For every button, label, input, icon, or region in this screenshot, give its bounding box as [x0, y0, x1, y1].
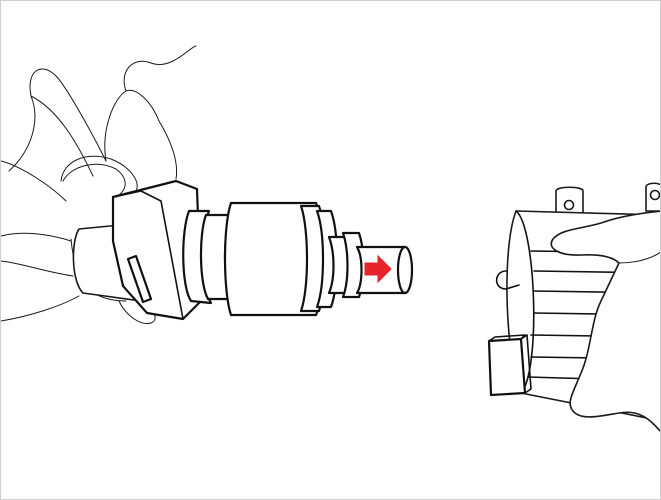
left-thumb: [63, 164, 125, 195]
round-cable-connector-icon: [73, 181, 412, 319]
